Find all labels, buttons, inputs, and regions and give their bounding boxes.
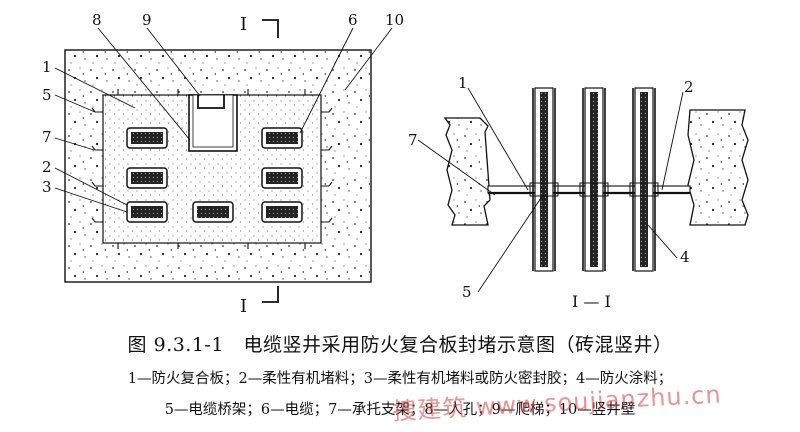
vertical-tray-2 — [582, 87, 606, 272]
svg-text:I: I — [240, 14, 247, 35]
section-mark-top: I — [240, 14, 279, 38]
section-label: I — I — [572, 292, 611, 311]
left-shaft-wall — [443, 117, 491, 226]
vertical-tray-1 — [532, 87, 556, 272]
section-callout-4: 4 — [680, 248, 690, 266]
cable-tray-top-right — [261, 127, 303, 149]
callout-3: 3 — [42, 178, 52, 196]
callout-10: 10 — [385, 11, 404, 29]
callout-5: 5 — [42, 86, 52, 104]
section-mark-bottom: I — [240, 286, 279, 317]
callout-7: 7 — [42, 128, 52, 146]
figure-legend-line-2: 5—电缆桥架；6—电缆；7—承托支架；8—人孔；9—爬梯；10—竖井壁 — [164, 402, 636, 418]
section-callout-2: 2 — [684, 78, 694, 96]
section-callout-1: 1 — [458, 74, 468, 92]
callout-8: 8 — [92, 11, 102, 29]
cable-tray-mid-right — [261, 167, 303, 189]
svg-text:I: I — [240, 296, 247, 317]
section-callout-7: 7 — [408, 131, 418, 149]
right-shaft-wall — [687, 109, 749, 226]
cable-tray-bottom-center — [192, 201, 234, 223]
callout-2: 2 — [42, 158, 52, 176]
cable-tray-bottom-left — [126, 201, 168, 223]
callout-1: 1 — [42, 58, 52, 76]
callout-9: 9 — [142, 11, 152, 29]
cable-shaft-diagram: I I 8 9 6 10 1 5 7 2 3 — [42, 11, 749, 317]
cable-tray-bottom-right — [261, 201, 303, 223]
figure-legend-line-1: 1—防火复合板；2—柔性有机堵料；3—柔性有机堵料或防火密封胶；4—防火涂料； — [127, 371, 673, 387]
section-view: 1 7 2 4 5 I — I — [408, 74, 749, 311]
cable-tray-top-left — [126, 127, 168, 149]
manhole — [188, 94, 238, 152]
callout-6: 6 — [348, 11, 358, 29]
figure-caption-title: 图 9.3.1-1 电缆竖井采用防火复合板封堵示意图（砖混竖井） — [127, 334, 673, 356]
cable-tray-mid-left — [126, 167, 168, 189]
section-callout-5: 5 — [462, 283, 472, 301]
ladder — [197, 95, 225, 109]
vertical-tray-3 — [632, 87, 656, 272]
plan-view: I I 8 9 6 10 1 5 7 2 3 — [42, 11, 404, 317]
